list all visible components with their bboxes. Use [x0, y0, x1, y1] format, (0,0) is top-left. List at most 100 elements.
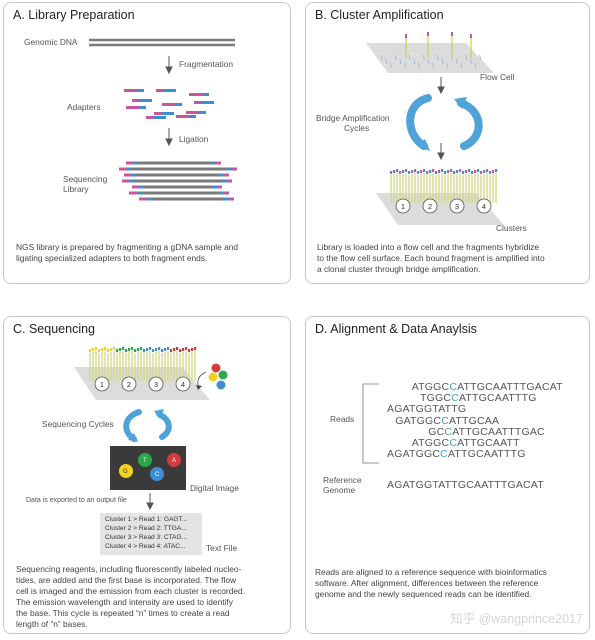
surface-probe: [446, 62, 449, 69]
read-sequence: AGATGGTATTG: [387, 403, 467, 416]
cluster-number: 3: [455, 202, 459, 211]
nucleotide-balls: [196, 363, 228, 390]
surface-probe: [469, 58, 472, 65]
sequencing-cycles-label: Sequencing Cycles: [42, 419, 114, 429]
down-arrow-1: [165, 56, 173, 75]
data-exported-label: Data is exported to an output file: [26, 497, 127, 504]
fragmentation-label: Fragmentation: [179, 59, 233, 69]
down-arrow-b1: [437, 77, 445, 95]
cluster-number: 4: [181, 380, 185, 389]
adapter-pair: [124, 89, 144, 92]
surface-probe: [408, 54, 411, 61]
cluster: 2: [417, 169, 444, 214]
down-arrow-b2: [437, 143, 445, 161]
cluster-number-badge: 4: [476, 198, 492, 214]
adapter-pair: [162, 103, 182, 106]
library-fragment: [122, 179, 232, 183]
cluster-number: 1: [401, 202, 405, 211]
panel-alignment: D. Alignment & Data Anaylsis Reads ATGGC…: [305, 316, 590, 634]
reference-genome-label: Reference Genome: [323, 475, 362, 495]
cluster-number: 3: [154, 380, 158, 389]
panel-c-description: Sequencing reagents, including fluoresce…: [16, 564, 246, 629]
text-file-box: [100, 513, 202, 555]
cluster: 4: [170, 347, 197, 392]
surface-probe: [404, 62, 406, 69]
panel-d-description: Reads are aligned to a reference sequenc…: [315, 567, 547, 599]
adapter-pair: [132, 99, 152, 102]
surface-probe: [399, 58, 402, 65]
surface-probe: [413, 58, 416, 65]
surface-probe: [437, 54, 439, 61]
library-prep-diagram: [89, 38, 237, 201]
adapter-pair: [156, 89, 176, 92]
bridge-cycles-label: Bridge Amplification Cycles: [316, 113, 390, 133]
read-sequence: ATGGCCATTGCAATT: [411, 437, 520, 449]
flow-cell-clusters: 1 2 3 4: [376, 169, 504, 225]
sequencing-diagram: 1 2 3 4: [74, 347, 228, 555]
bound-fragment: [427, 32, 429, 58]
adapters-label: Adapters: [67, 102, 101, 112]
reads-bracket: [362, 383, 379, 464]
library-fragment: [139, 197, 234, 201]
surface-probe: [385, 58, 388, 65]
library-fragment: [119, 167, 237, 171]
cluster: 1: [89, 347, 116, 392]
cluster-number-badge: 3: [449, 198, 465, 214]
sequencing-flow-cell: 1 2 3 4: [74, 347, 210, 400]
cluster-number-badge: 1: [94, 376, 110, 392]
surface-probe: [380, 54, 383, 61]
surface-probe: [394, 54, 397, 61]
surface-probe: [427, 58, 430, 65]
cluster-number: 1: [100, 380, 104, 389]
clusters-label: Clusters: [496, 223, 527, 233]
flow-cell-top: [366, 32, 494, 73]
bound-fragment: [405, 34, 407, 58]
text-file-label: Text File: [206, 543, 238, 553]
panel-d-title: D. Alignment & Data Anaylsis: [315, 322, 477, 336]
cluster-number-badge: 2: [121, 376, 137, 392]
readout-text: Cluster 1 > Read 1: GAGT... Cluster 2 > …: [105, 516, 188, 550]
panel-library-preparation: A. Library Preparation Genomic DNA Fragm…: [3, 2, 291, 284]
panel-sequencing: C. Sequencing 1 2 3 4: [3, 316, 291, 634]
down-arrow-c: [146, 493, 154, 511]
adapter-pair: [194, 101, 214, 104]
cluster-number: 2: [428, 202, 432, 211]
cluster: 3: [143, 347, 170, 392]
adapter-pair: [176, 115, 196, 118]
down-arrow-2: [165, 128, 173, 147]
cluster: 4: [471, 169, 498, 214]
bridge-cycle-arrows: [406, 94, 483, 151]
surface-probe: [418, 62, 420, 69]
cluster-number: 4: [482, 202, 486, 211]
surface-probe: [460, 62, 463, 69]
adapter-fragments: [124, 89, 214, 119]
panel-c-title: C. Sequencing: [13, 322, 96, 336]
cluster-number-badge: 2: [422, 198, 438, 214]
digital-image: [110, 446, 186, 490]
library-fragment: [124, 173, 229, 177]
surface-probe: [465, 54, 467, 61]
genomic-dna-label: Genomic DNA: [24, 37, 78, 47]
surface-probe: [455, 58, 458, 65]
surface-probe: [390, 62, 392, 69]
panel-b-description: Library is loaded into a flow cell and t…: [317, 242, 545, 274]
library-fragment: [126, 161, 221, 165]
surface-probe: [451, 54, 453, 61]
cluster-number-badge: 1: [395, 198, 411, 214]
ligation-label: Ligation: [179, 134, 209, 144]
cluster-amplification-diagram: 1 2 3 4: [366, 32, 504, 225]
bound-fragment: [470, 34, 472, 58]
cluster-number-badge: 4: [175, 376, 191, 392]
library-fragment: [132, 185, 222, 189]
digital-image-label: Digital Image: [190, 483, 239, 493]
adapter-pair: [146, 116, 166, 119]
sequencing-cycle-arrows: [123, 409, 172, 442]
adapter-pair: [186, 111, 206, 114]
adapter-pair: [154, 112, 174, 115]
panel-b-title: B. Cluster Amplification: [315, 8, 444, 22]
panel-a-title: A. Library Preparation: [13, 8, 135, 22]
library-fragment: [129, 191, 229, 195]
cluster: 1: [390, 169, 417, 214]
cluster: 2: [116, 347, 143, 392]
sequencing-library-label: Sequencing Library: [63, 174, 108, 194]
